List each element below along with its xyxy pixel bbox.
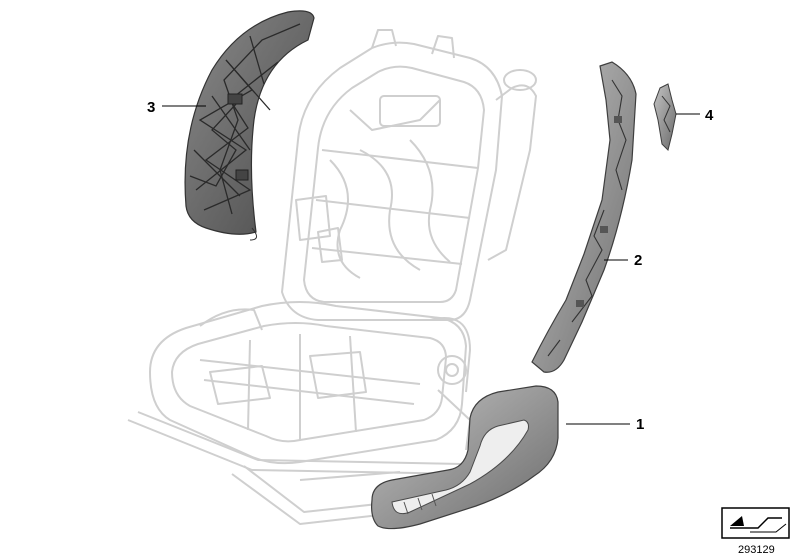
arrow-icon — [721, 507, 790, 539]
part-4-clip — [653, 83, 677, 151]
part-2-side-trim — [531, 61, 637, 373]
part-3-backrest-trim — [184, 10, 315, 241]
callout-label-2: 2 — [634, 252, 643, 269]
callout-label-4: 4 — [705, 107, 714, 124]
part-1-seat-side-panel — [371, 385, 559, 530]
callout-label-1: 1 — [636, 416, 645, 433]
callout-label-3: 3 — [147, 99, 156, 116]
reference-number: 293129 — [738, 544, 775, 556]
leader-lines — [162, 105, 700, 425]
